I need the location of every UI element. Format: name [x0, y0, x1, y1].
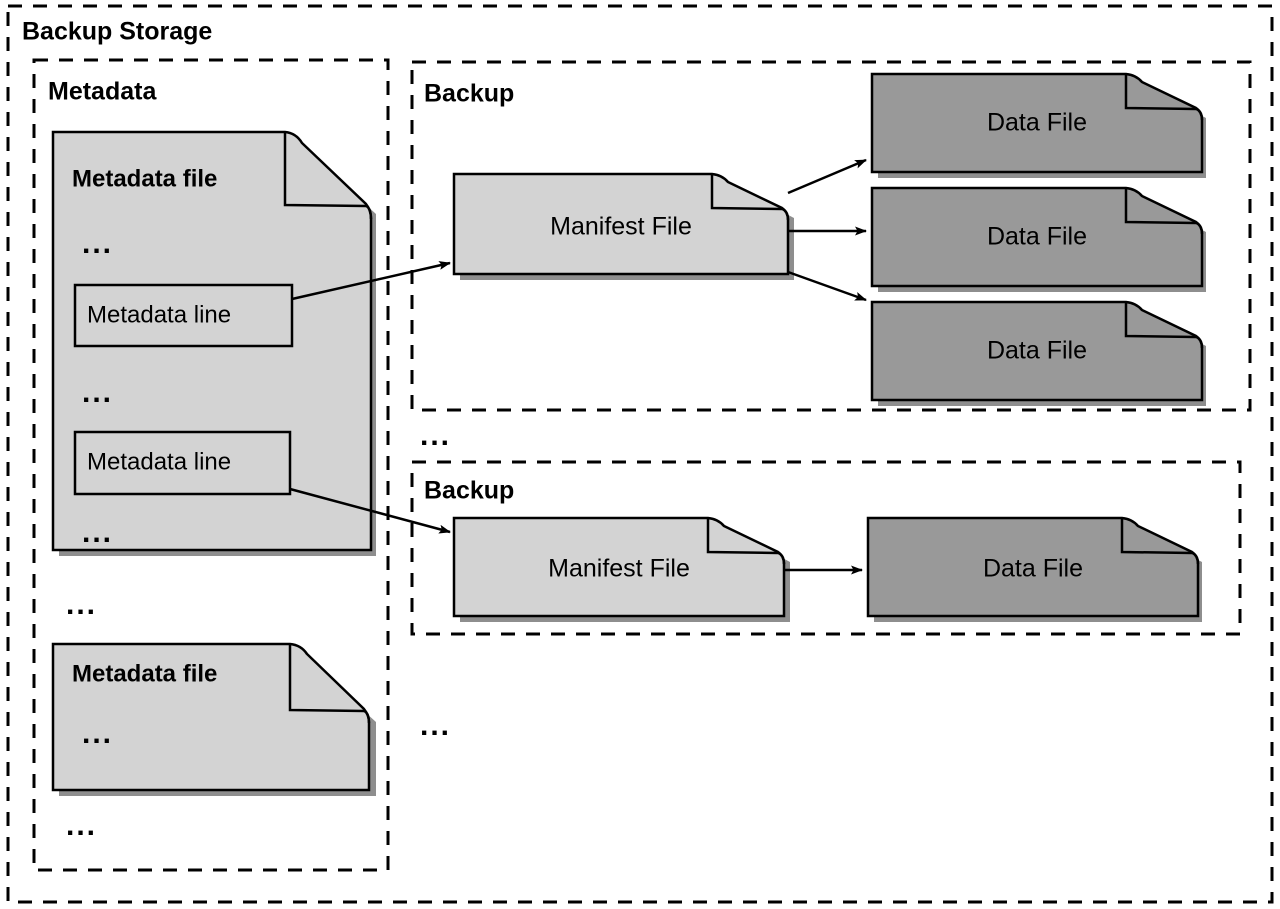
- data-file-3-fold-icon: [1124, 302, 1204, 349]
- container-metadata-label: Metadata: [48, 78, 157, 106]
- container-backup-storage: [6, 4, 1274, 904]
- data-file-2-label: Data File: [987, 223, 1087, 251]
- metadata-file-2-ellipsis-top: ...: [82, 717, 113, 750]
- metadata-line-2-box: [73, 430, 292, 496]
- container-backup-storage-label: Backup Storage: [22, 18, 212, 46]
- data-file-1[interactable]: Data File: [870, 72, 1206, 178]
- metadata-line-1[interactable]: Metadata line: [73, 283, 294, 348]
- metadata-ellipsis-between-files: ...: [66, 588, 97, 621]
- container-backup-2-label: Backup: [424, 477, 514, 505]
- ellipsis-between-backups: ...: [420, 419, 451, 452]
- metadata-line-2-label: Metadata line: [87, 448, 231, 475]
- metadata-file-1[interactable]: Metadata file ... Metadata line ... Meta…: [51, 130, 376, 556]
- data-file-1-fold-icon: [1124, 74, 1204, 121]
- metadata-file-2-title: Metadata file: [72, 660, 217, 687]
- metadata-line-1-box: [73, 283, 294, 348]
- manifest-file-2-label: Manifest File: [548, 555, 690, 583]
- metadata-line-2[interactable]: Metadata line: [73, 430, 292, 496]
- connector-manifest1-to-datafile1: [787, 158, 867, 195]
- metadata-file-1-title: Metadata file: [72, 165, 217, 192]
- data-file-4[interactable]: Data File: [866, 516, 1202, 622]
- data-file-2[interactable]: Data File: [870, 186, 1206, 292]
- data-file-4-fold-icon: [1120, 518, 1200, 565]
- manifest-file-2-fold-icon: [706, 518, 786, 565]
- metadata-file-1-ellipsis-middle: ...: [82, 376, 113, 409]
- metadata-file-2-fold-icon: [288, 644, 371, 724]
- manifest-file-2[interactable]: Manifest File: [452, 516, 790, 622]
- metadata-file-1-fold-icon: [283, 132, 373, 220]
- metadata-file-2[interactable]: Metadata file ...: [51, 642, 376, 796]
- metadata-file-1-ellipsis-top: ...: [82, 227, 113, 260]
- ellipsis-after-backups: ...: [420, 709, 451, 742]
- data-file-1-label: Data File: [987, 109, 1087, 137]
- connector-metadataline2-to-manifest2: [289, 487, 451, 534]
- container-backup-1: [410, 60, 1252, 412]
- metadata-ellipsis-after-files: ...: [66, 809, 97, 842]
- connector-manifest1-to-datafile3: [787, 270, 867, 302]
- data-file-3-label: Data File: [987, 337, 1087, 365]
- container-backup-1-label: Backup: [424, 80, 514, 108]
- container-metadata: [32, 58, 390, 872]
- manifest-file-1-fold-icon: [710, 174, 790, 221]
- manifest-file-1[interactable]: Manifest File: [452, 172, 794, 280]
- data-file-3[interactable]: Data File: [870, 300, 1206, 406]
- data-file-2-fold-icon: [1124, 188, 1204, 235]
- connector-metadataline1-to-manifest1: [291, 261, 451, 301]
- metadata-line-1-label: Metadata line: [87, 301, 231, 328]
- metadata-file-1-ellipsis-bottom: ...: [82, 516, 113, 549]
- data-file-4-label: Data File: [983, 555, 1083, 583]
- container-backup-2: [410, 460, 1242, 636]
- manifest-file-1-label: Manifest File: [550, 213, 692, 241]
